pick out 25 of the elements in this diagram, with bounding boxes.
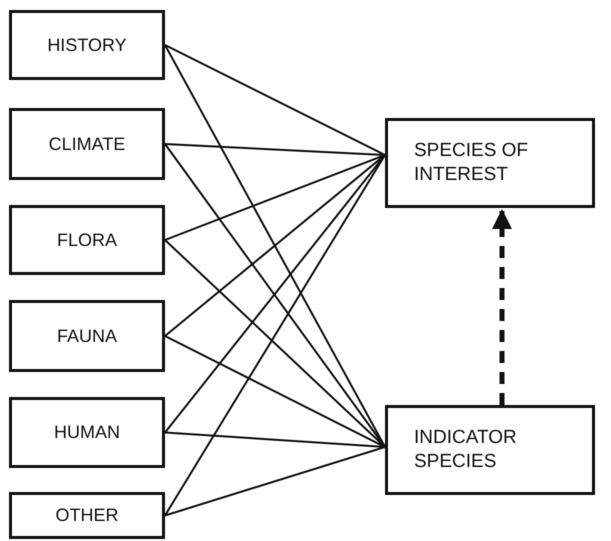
box <box>9 300 165 372</box>
node-label: HISTORY <box>47 34 127 56</box>
box <box>385 118 595 208</box>
connector-line <box>164 143 386 156</box>
box <box>9 108 165 180</box>
connector-line <box>164 154 386 516</box>
connector-line <box>164 335 386 448</box>
node-label: FAUNA <box>56 324 117 348</box>
box <box>9 10 165 80</box>
connector-line <box>164 154 386 241</box>
box <box>385 405 595 495</box>
node-label: SPECIES OF INTEREST <box>414 139 530 187</box>
box <box>9 205 165 275</box>
node-label: CLIMATE <box>48 132 126 156</box>
box <box>9 397 165 468</box>
connector-line <box>164 432 386 448</box>
node-label: FLORA <box>56 228 117 252</box>
connector-line <box>164 44 386 448</box>
node-label: INDICATOR SPECIES <box>414 426 518 474</box>
connector-line <box>164 446 386 516</box>
node-label: OTHER <box>56 504 118 527</box>
box <box>9 492 165 539</box>
connector-line <box>164 44 386 156</box>
node-label: HUMAN <box>54 421 120 444</box>
arrow <box>492 209 512 405</box>
